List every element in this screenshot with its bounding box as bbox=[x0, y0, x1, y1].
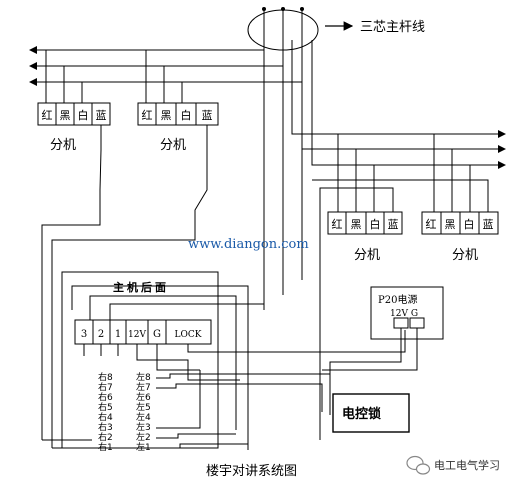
power-supply: P20电源 12V G bbox=[322, 286, 444, 374]
left-pin-4: 左4 bbox=[136, 411, 151, 423]
power-label: P20电源 bbox=[378, 293, 417, 306]
ext4-terminal-black: 黑 bbox=[445, 218, 456, 231]
ext1-terminal-black: 黑 bbox=[60, 109, 71, 122]
host-terminal-lock: LOCK bbox=[175, 330, 202, 340]
right-pin-3: 右3 bbox=[98, 421, 113, 433]
ext4-terminal-blue: 蓝 bbox=[483, 218, 494, 231]
ext2-terminal-red: 红 bbox=[142, 109, 153, 122]
left-pin-5: 左5 bbox=[136, 401, 151, 413]
host-terminal-3: 3 bbox=[81, 329, 87, 340]
host-terminal-1: 1 bbox=[115, 329, 121, 340]
ext3-label: 分机 bbox=[354, 248, 380, 263]
watermark-text: 电工电气学习 bbox=[434, 458, 500, 472]
host-unit: 主机后面 3 2 1 12V G LOCK 右8 右7 右6 右5 右4 右3 … bbox=[42, 271, 406, 453]
extension-unit-4: 红 黑 白 蓝 分机 bbox=[312, 134, 499, 263]
electric-lock: 电控锁 bbox=[332, 393, 410, 433]
ext3-terminal-red: 红 bbox=[332, 218, 343, 231]
extension-unit-3: 红 黑 白 蓝 分机 bbox=[319, 134, 403, 440]
left-pin-7: 左7 bbox=[136, 381, 151, 393]
right-pin-7: 右7 bbox=[98, 381, 113, 393]
right-pin-6: 右6 bbox=[98, 391, 113, 403]
ext2-terminal-white: 白 bbox=[181, 108, 192, 122]
right-pin-1: 右1 bbox=[98, 441, 113, 453]
right-pin-2: 右2 bbox=[98, 431, 113, 443]
ext4-label: 分机 bbox=[452, 248, 478, 263]
ext2-label: 分机 bbox=[160, 138, 186, 153]
left-pin-1: 左1 bbox=[136, 441, 151, 453]
ext2-terminal-blue: 蓝 bbox=[202, 109, 213, 122]
host-terminal-12v: 12V bbox=[128, 330, 146, 340]
right-pin-8: 右8 bbox=[98, 371, 113, 383]
lock-label: 电控锁 bbox=[342, 406, 381, 422]
ext1-label: 分机 bbox=[50, 138, 76, 153]
ext1-terminal-red: 红 bbox=[42, 109, 53, 122]
ext2-terminal-black: 黑 bbox=[161, 109, 172, 122]
ext3-terminal-black: 黑 bbox=[351, 218, 362, 231]
ext1-terminal-blue: 蓝 bbox=[96, 109, 107, 122]
wechat-watermark: 电工电气学习 bbox=[406, 455, 500, 475]
host-label: 主机后面 bbox=[113, 280, 169, 294]
ext1-terminal-white: 白 bbox=[78, 108, 89, 122]
host-terminal-g: G bbox=[153, 329, 161, 340]
right-pin-4: 右4 bbox=[98, 411, 113, 423]
right-pin-5: 右5 bbox=[98, 401, 113, 413]
extension-unit-1: 红 黑 白 蓝 分机 bbox=[37, 50, 111, 440]
trunk-label: 三芯主杆线 bbox=[360, 20, 425, 35]
right-bus-lines bbox=[291, 40, 506, 169]
left-pin-2: 左2 bbox=[136, 431, 151, 443]
left-pin-8: 左8 bbox=[136, 371, 151, 383]
left-pin-6: 左6 bbox=[136, 391, 151, 403]
trunk-drop-lines bbox=[263, 50, 303, 310]
ext3-terminal-blue: 蓝 bbox=[388, 218, 399, 231]
website-watermark: www.diangon.com bbox=[188, 237, 309, 252]
ext4-terminal-red: 红 bbox=[426, 218, 437, 231]
power-terminals: 12V G bbox=[390, 309, 418, 319]
ext3-terminal-white: 白 bbox=[370, 217, 381, 231]
extension-unit-2: 红 黑 白 蓝 分机 bbox=[51, 50, 219, 448]
host-terminal-2: 2 bbox=[98, 329, 104, 340]
ext4-terminal-white: 白 bbox=[464, 217, 475, 231]
diagram-caption: 楼宇对讲系统图 bbox=[206, 464, 297, 479]
left-pin-3: 左3 bbox=[136, 421, 151, 433]
wechat-icon bbox=[406, 455, 431, 475]
left-bus-lines bbox=[29, 9, 303, 86]
